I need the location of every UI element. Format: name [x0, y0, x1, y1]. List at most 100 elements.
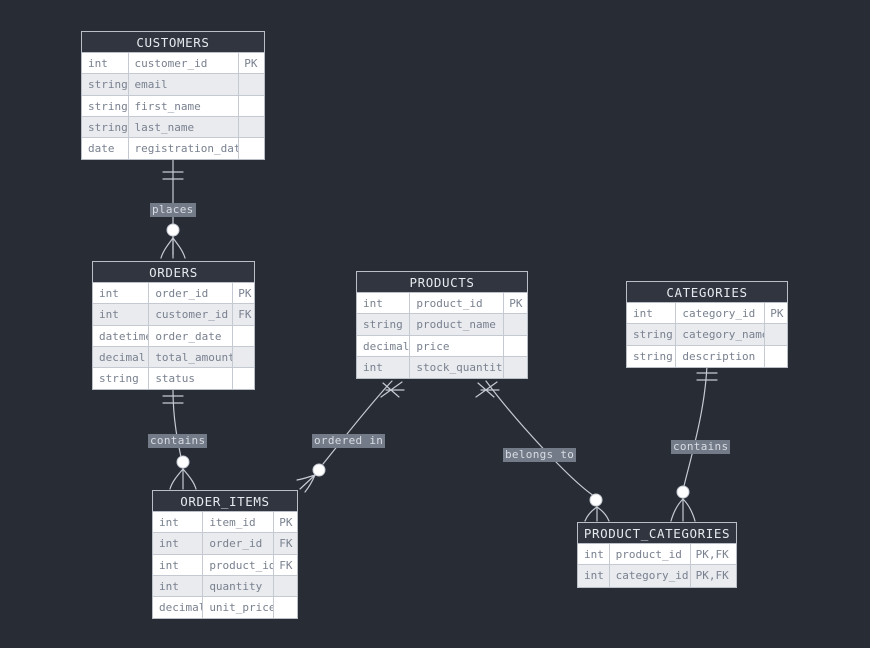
attribute-key-badge: PK — [504, 293, 527, 315]
card-many-productcategories-right — [670, 498, 696, 522]
card-one-orders-items — [162, 395, 184, 404]
attribute-name: category_name — [676, 324, 766, 346]
card-many-orderitems-left — [169, 468, 197, 490]
attribute-type: int — [82, 53, 129, 75]
attribute-name: stock_quantity — [410, 356, 505, 379]
attribute-key-badge — [274, 597, 297, 618]
edge-products-orderitems — [322, 380, 393, 465]
card-one-categories — [696, 372, 718, 381]
relationship-label[interactable]: contains — [671, 440, 731, 454]
attribute-name: product_id — [203, 554, 275, 576]
attribute-key-badge: PK,FK — [690, 544, 736, 566]
attribute-key-badge — [233, 368, 254, 389]
attribute-name: price — [410, 335, 505, 357]
attribute-key-badge: PK — [274, 512, 297, 534]
relationship-label[interactable]: contains — [148, 434, 208, 448]
attribute-type: int — [153, 512, 204, 534]
attribute-type: decimal — [93, 346, 150, 369]
attribute-type: int — [93, 304, 150, 326]
card-many-products-left — [380, 381, 405, 398]
attribute-type: string — [82, 95, 129, 117]
attribute-name: item_id — [203, 512, 275, 534]
attribute-name: product_id — [410, 293, 505, 315]
card-one-customers-orders — [162, 171, 184, 180]
entity-title: CUSTOMERS — [82, 32, 264, 53]
attribute-key-badge — [765, 324, 788, 346]
attribute-type: int — [93, 283, 150, 305]
attribute-type: decimal — [357, 335, 411, 357]
edge-products-productcategories — [485, 380, 595, 497]
attribute-key-badge — [239, 138, 264, 159]
attribute-name: category_id — [676, 303, 766, 325]
entity-title: PRODUCTS — [357, 272, 527, 293]
attribute-key-badge — [239, 96, 264, 117]
attribute-name: customer_id — [149, 304, 234, 326]
card-many-orderitems-right — [296, 474, 316, 493]
attribute-name: description — [676, 345, 766, 367]
attribute-type: decimal — [153, 597, 204, 619]
attribute-name: last_name — [128, 116, 240, 139]
attribute-key-badge: PK — [765, 303, 788, 325]
attribute-name: email — [128, 74, 240, 96]
relationship-label[interactable]: ordered in — [312, 434, 386, 448]
attribute-key-badge: FK — [233, 304, 255, 326]
attribute-key-badge — [274, 576, 297, 598]
attribute-name: total_amount — [149, 346, 234, 369]
card-zero-dot-productcategories-right — [676, 485, 690, 499]
attribute-type: int — [357, 293, 411, 315]
attribute-key-badge — [765, 346, 787, 367]
attribute-name: unit_price — [203, 597, 275, 619]
attribute-type: string — [82, 116, 129, 139]
attribute-key-badge: PK,FK — [695, 569, 729, 583]
attribute-type: string — [93, 368, 150, 390]
attribute-name: product_name — [410, 314, 505, 336]
attribute-key-badge — [233, 347, 255, 369]
attribute-type: string — [357, 314, 411, 336]
relationship-label[interactable]: belongs to — [503, 448, 577, 462]
attribute-key-badge: PK — [239, 53, 264, 75]
attribute-key-badge — [239, 74, 264, 96]
card-zero-dot-orderitems-right — [312, 463, 326, 477]
attribute-type: string — [627, 345, 677, 367]
attribute-name: registration_date — [129, 138, 240, 160]
attribute-type: string — [627, 324, 677, 346]
attribute-key-badge — [239, 117, 264, 139]
attribute-name: category_id — [610, 565, 691, 587]
attribute-type: int — [153, 533, 204, 555]
attribute-type: int — [153, 575, 204, 598]
card-many-products-right — [475, 381, 500, 398]
relationship-label[interactable]: places — [150, 203, 196, 217]
attribute-type: int — [627, 303, 677, 325]
entity-title: PRODUCT_CATEGORIES — [578, 523, 736, 544]
